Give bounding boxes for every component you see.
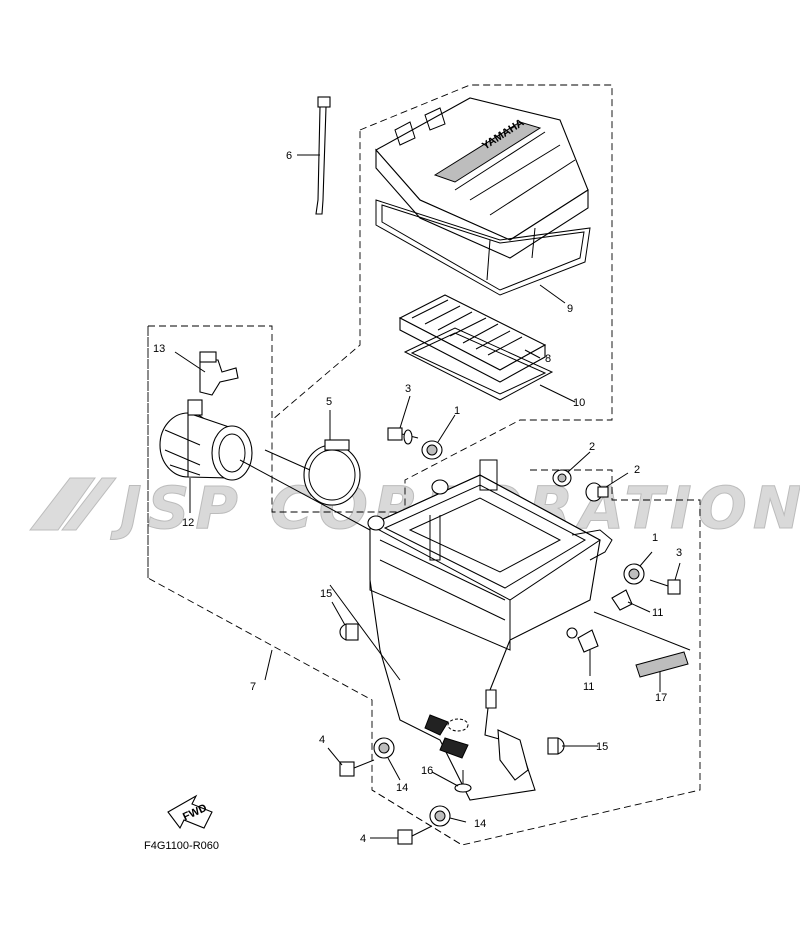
grommet-14-lower — [429, 805, 451, 827]
lower-box-group-outline — [371, 469, 701, 846]
callout-12: 12 — [182, 517, 194, 529]
callout-13: 13 — [153, 343, 165, 355]
grommet-1-right — [623, 563, 645, 585]
callout-7: 7 — [250, 681, 256, 693]
callout-16: 16 — [421, 765, 433, 777]
callout-15-left: 15 — [320, 588, 332, 600]
hardware — [339, 427, 689, 845]
callout-1-upper: 1 — [454, 405, 460, 417]
group-outlines — [147, 84, 701, 846]
callout-2-upper: 2 — [589, 441, 595, 453]
bolt-3-right — [649, 579, 681, 595]
intake-joint — [159, 399, 253, 481]
callout-5: 5 — [326, 396, 332, 408]
fwd-arrow: FWD — [167, 794, 213, 830]
callout-15-right: 15 — [596, 741, 608, 753]
collar-15-left — [339, 623, 359, 641]
callout-14-lower: 14 — [474, 818, 486, 830]
clip-11-upper — [611, 589, 633, 611]
callouts: 6 9 8 10 13 12 5 3 1 2 2 1 3 11 11 17 15… — [153, 150, 682, 845]
callout-2-right: 2 — [634, 464, 640, 476]
filter-seal — [403, 327, 554, 401]
collar-2-upper — [552, 469, 572, 487]
upper-cover-group-outline — [271, 84, 613, 513]
clip-11-lower — [577, 629, 599, 653]
airbox-cover: YAMAHA — [375, 97, 591, 296]
bolt-3-upper — [387, 427, 419, 445]
callout-6: 6 — [286, 150, 292, 162]
callout-3-right: 3 — [676, 547, 682, 559]
bolt-4-upper — [339, 759, 375, 777]
collar-15-right — [547, 737, 565, 755]
leader-lines — [174, 154, 691, 839]
breather-fitting — [199, 351, 239, 396]
callout-9: 9 — [567, 303, 573, 315]
grommet-1-upper — [421, 440, 443, 460]
callout-8: 8 — [545, 353, 551, 365]
callout-11-upper: 11 — [652, 607, 663, 619]
rivet-16 — [454, 770, 472, 793]
callout-11-lower: 11 — [583, 681, 594, 693]
callout-4-lower: 4 — [360, 833, 366, 845]
callout-10: 10 — [573, 397, 585, 409]
label-17 — [635, 651, 689, 678]
bolt-4-lower — [397, 825, 433, 845]
grommet-14-upper — [373, 737, 395, 759]
air-filter — [398, 294, 547, 383]
callout-14-upper: 14 — [396, 782, 408, 794]
callout-4-upper: 4 — [319, 734, 325, 746]
drawing-code: F4G1100-R060 — [144, 840, 219, 852]
airbox-case — [367, 459, 613, 801]
hose-clamp — [303, 439, 361, 506]
callout-3-upper: 3 — [405, 383, 411, 395]
collar-2-right — [585, 482, 609, 502]
callout-17: 17 — [655, 692, 667, 704]
callout-1-right: 1 — [652, 532, 658, 544]
